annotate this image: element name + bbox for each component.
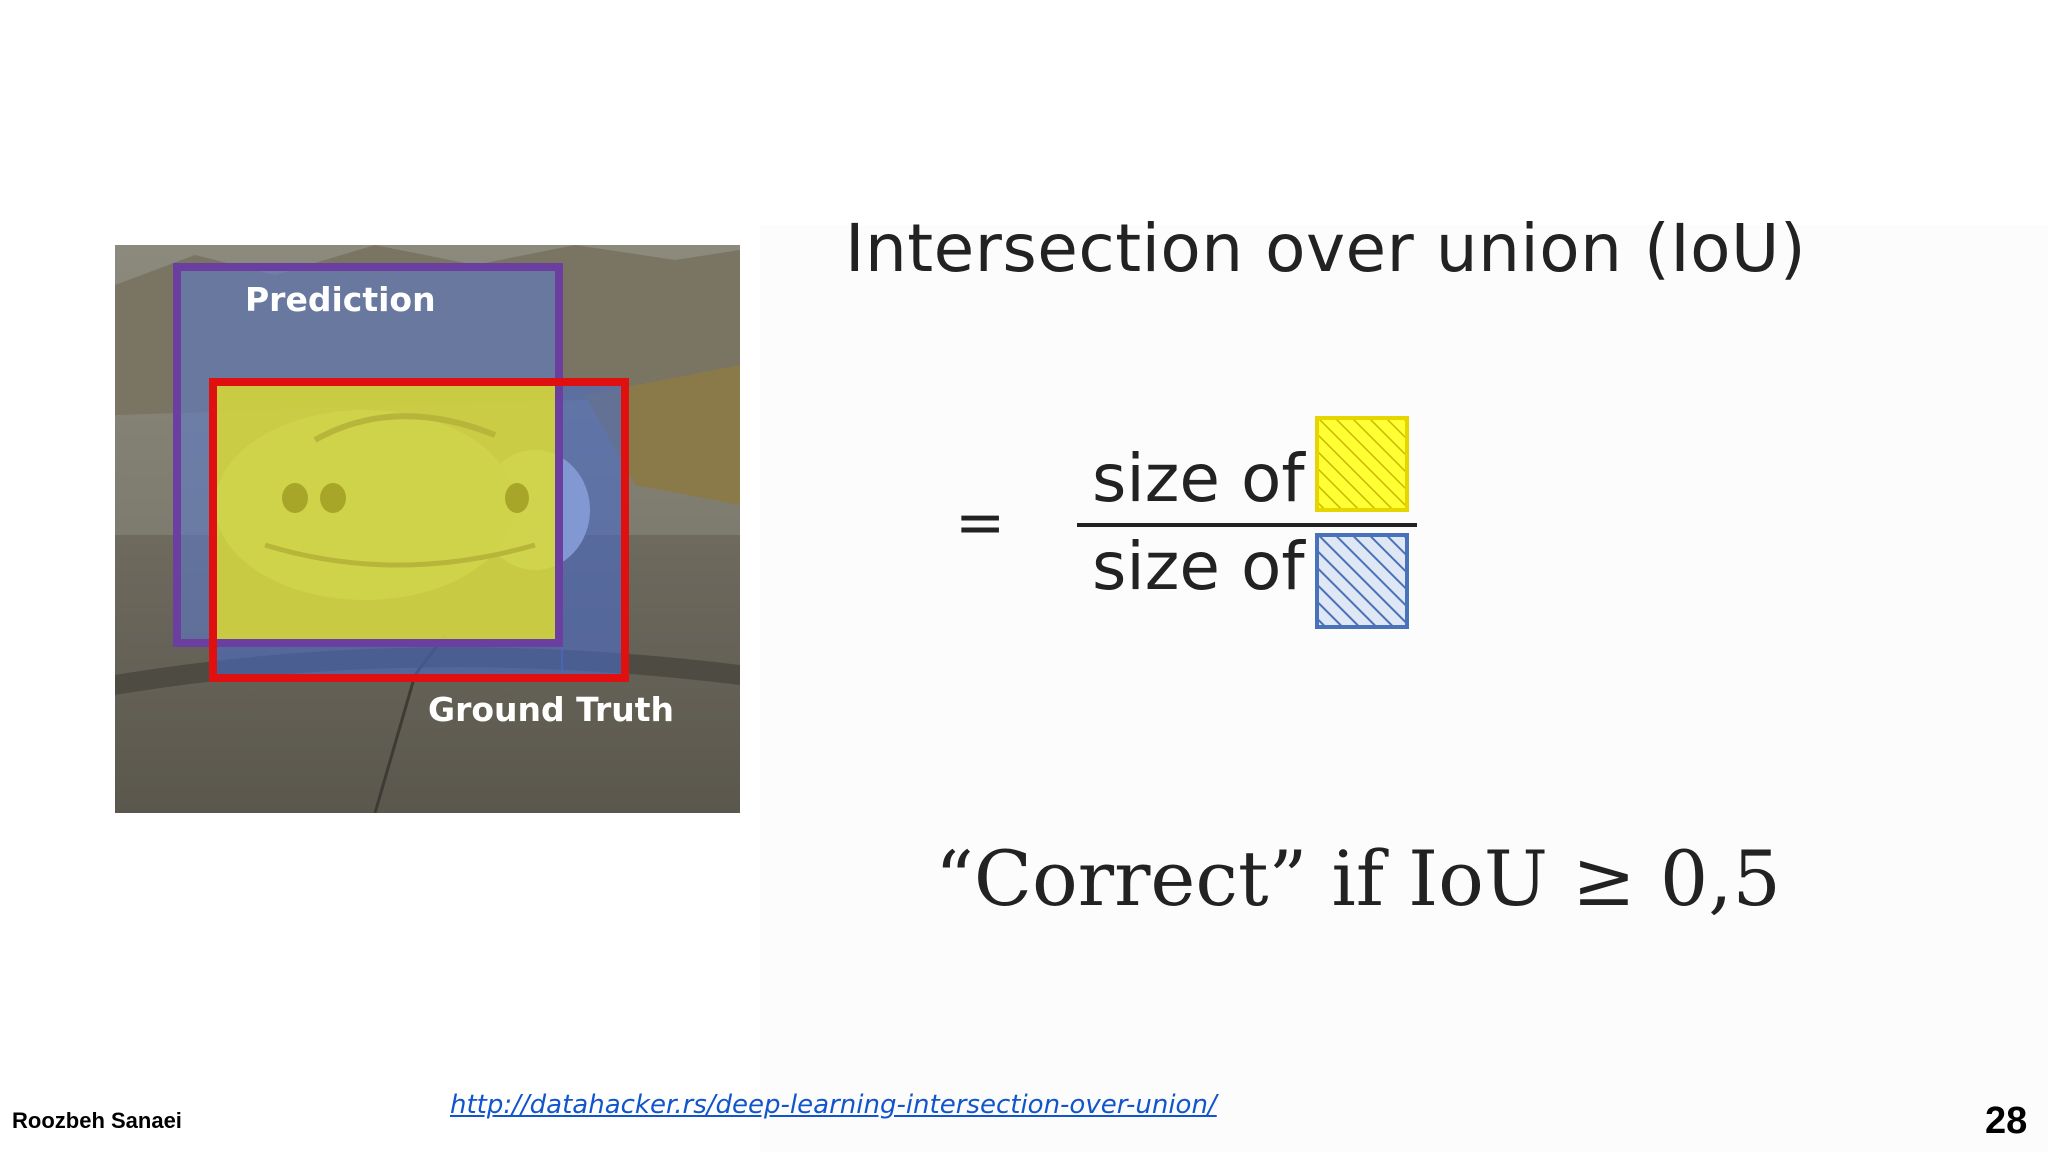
equals-sign: = — [955, 488, 1006, 558]
blue-hatched-square-icon — [1315, 533, 1409, 629]
slide-title: Intersection over union (IoU) — [845, 210, 1807, 287]
fraction-denominator-text: size of — [1092, 528, 1305, 605]
correct-criterion: “Correct” if IoU ≥ 0,5 — [935, 834, 1781, 923]
yellow-hatched-square-icon — [1315, 416, 1409, 512]
footer-author: Roozbeh Sanaei — [12, 1108, 182, 1133]
ground-truth-box — [209, 378, 629, 682]
car-photo-with-boxes — [115, 245, 740, 813]
prediction-label: Prediction — [245, 280, 436, 319]
source-link[interactable]: http://datahacker.rs/deep-learning-inter… — [450, 1090, 1217, 1120]
formula-panel-background — [760, 225, 2048, 1152]
fraction-numerator-text: size of — [1092, 440, 1305, 517]
prediction-box — [173, 263, 563, 647]
ground-truth-label: Ground Truth — [428, 690, 675, 729]
fraction-bar — [1077, 523, 1417, 527]
page-number: 28 — [1985, 1100, 2028, 1142]
